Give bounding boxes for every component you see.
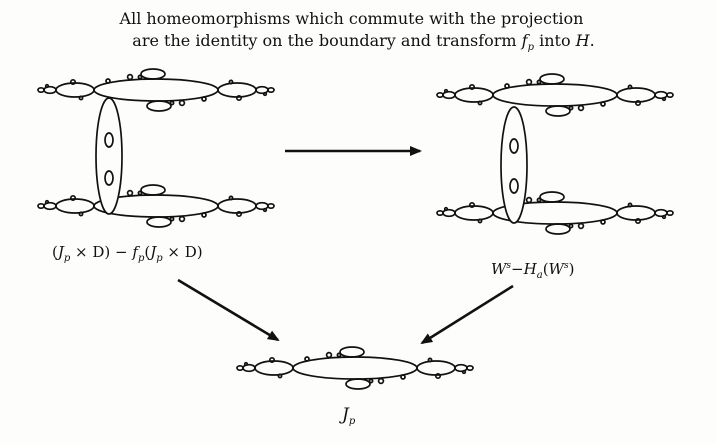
- caption-line-1: All homeomorphisms which commute with th…: [119, 9, 584, 28]
- julia-set-top-left: [37, 68, 275, 112]
- label-left-p2: p: [137, 253, 145, 264]
- figure-caption: All homeomorphisms which commute with th…: [0, 8, 717, 59]
- label-left-times2: × D): [162, 243, 203, 261]
- julia-set-top-right: [436, 73, 674, 117]
- label-right-W2: W: [548, 260, 564, 278]
- caption-math-p: p: [527, 42, 534, 53]
- label-left-J: J: [57, 243, 64, 261]
- caption-math-f: f: [521, 31, 528, 50]
- label-bottom-J: J: [342, 405, 349, 425]
- label-left-p1: p: [63, 253, 71, 264]
- julia-set-bottom-left: [37, 184, 275, 228]
- caption-math-H: H: [575, 31, 590, 50]
- label-right-a: a: [536, 270, 543, 281]
- label-right-H: H: [523, 260, 537, 278]
- label-julia-set: Jp: [342, 405, 355, 427]
- julia-set-bottom-right: [436, 191, 674, 235]
- label-left-p3: p: [156, 253, 163, 264]
- label-bottom-p: p: [348, 416, 356, 427]
- label-right-minus: −: [511, 260, 524, 278]
- label-left-open: (: [52, 243, 58, 261]
- caption-line-2: are the identity on the boundary and tra…: [0, 30, 717, 59]
- arrow-down-left-icon: [420, 284, 514, 345]
- label-left-times1: × D) −: [70, 243, 133, 261]
- label-right-W1: W: [491, 260, 507, 278]
- label-complement-left: (Jp × D) − fp(Jp × D): [52, 243, 203, 264]
- label-left-paren: (: [144, 243, 151, 261]
- caption-line-2-end: .: [589, 31, 595, 50]
- disk-tube-left: [95, 97, 123, 215]
- julia-set-bottom-center: [236, 346, 474, 390]
- label-left-J2: J: [150, 243, 157, 261]
- disk-tube-right: [500, 106, 528, 224]
- label-complement-right: Ws−Ha(Ws): [491, 260, 574, 281]
- caption-line-2-prefix: are the identity on the boundary and tra…: [132, 31, 522, 50]
- label-right-s2: s: [563, 261, 569, 271]
- label-right-open: (: [542, 260, 549, 278]
- arrow-down-right-icon: [177, 278, 280, 342]
- caption-line-2-mid: into: [534, 31, 576, 50]
- label-right-s1: s: [506, 261, 512, 271]
- label-left-f: f: [132, 243, 138, 261]
- label-right-close: ): [568, 260, 575, 278]
